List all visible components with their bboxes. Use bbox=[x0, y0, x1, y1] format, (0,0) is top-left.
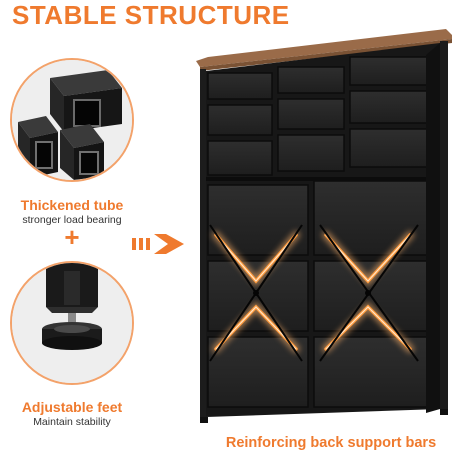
dresser-illustration bbox=[196, 29, 452, 423]
feet-feature-subtitle: Maintain stability bbox=[33, 416, 111, 428]
page-title: STABLE STRUCTURE bbox=[12, 0, 290, 30]
tube-feature-title: Thickened tube bbox=[20, 197, 124, 213]
steel-tube-illustration bbox=[10, 58, 134, 182]
adjustable-foot-illustration bbox=[10, 261, 134, 385]
double-arrow-right-icon bbox=[132, 234, 184, 254]
plus-symbol: + bbox=[64, 222, 80, 252]
adjustable-foot-icon bbox=[12, 263, 132, 383]
tube-feature-subtitle: stronger load bearing bbox=[22, 214, 122, 226]
steel-tube-icon bbox=[12, 60, 132, 180]
back-support-caption: Reinforcing back support bars bbox=[225, 435, 437, 451]
feet-feature-title: Adjustable feet bbox=[21, 399, 123, 415]
